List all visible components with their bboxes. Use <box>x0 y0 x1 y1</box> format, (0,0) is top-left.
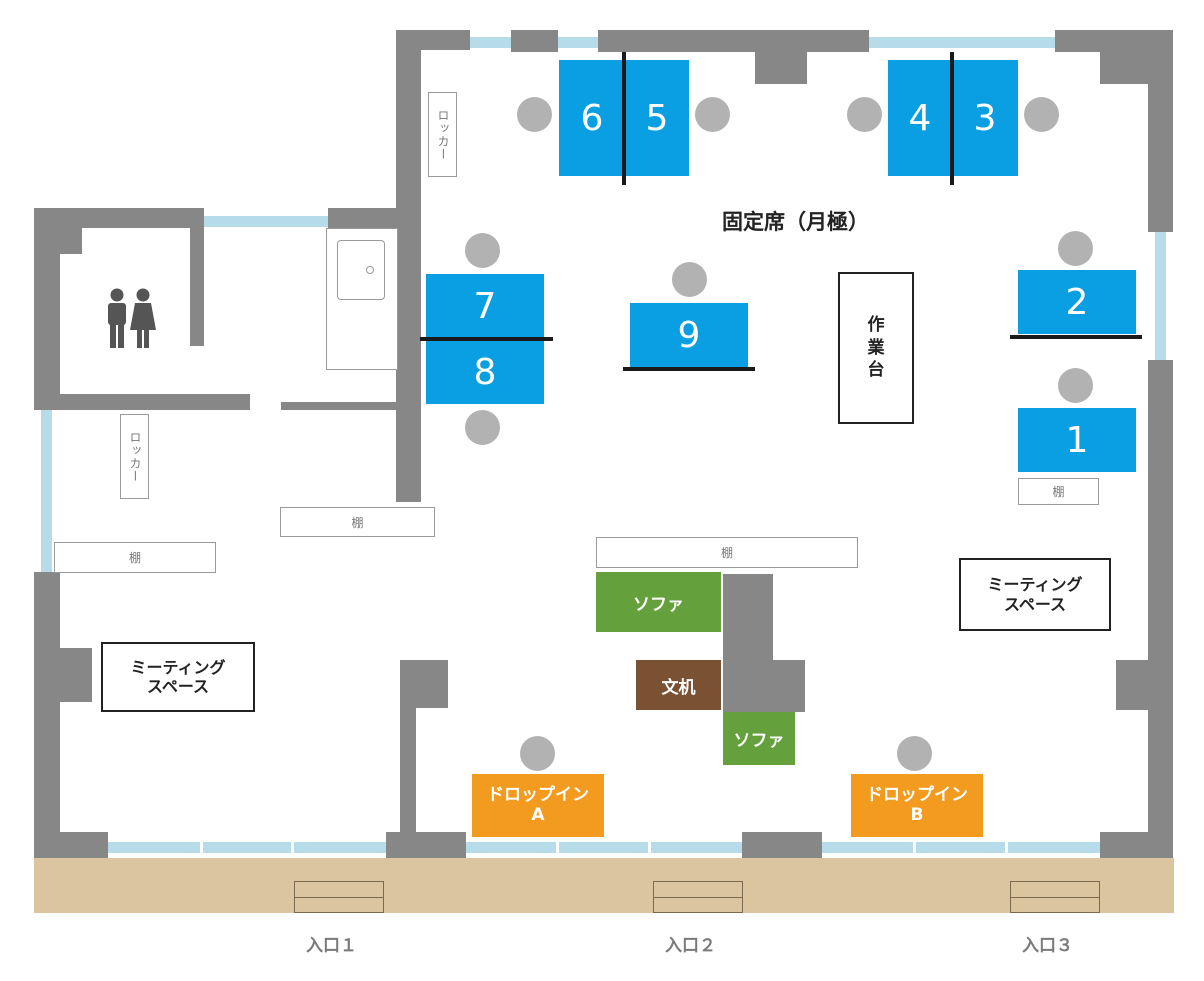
window-divider <box>556 842 559 853</box>
chair <box>1058 231 1093 266</box>
chair <box>847 97 882 132</box>
window-divider <box>913 842 916 853</box>
wall <box>1100 832 1173 858</box>
desk-6[interactable]: 6 <box>559 60 625 176</box>
window-restroom-top <box>204 216 328 227</box>
wall <box>34 572 60 858</box>
window-bottom-mid <box>466 842 744 853</box>
bunki-desk[interactable]: 文机 <box>636 660 721 710</box>
desk-divider <box>420 337 553 341</box>
window-left <box>41 410 52 575</box>
desk-3[interactable]: 3 <box>952 60 1018 176</box>
chair <box>465 233 500 268</box>
desk-divider <box>950 52 954 185</box>
sofa-upper[interactable]: ソファ <box>596 572 721 632</box>
wall <box>598 30 716 52</box>
desk-7[interactable]: 7 <box>426 274 544 338</box>
desk-9[interactable]: 9 <box>630 303 748 367</box>
wall <box>716 30 869 52</box>
entrance-step-line <box>294 897 384 898</box>
wall <box>190 228 204 346</box>
chair <box>1058 368 1093 403</box>
window-divider <box>648 842 651 853</box>
desk-edge <box>1010 335 1142 339</box>
chair <box>520 736 555 771</box>
dropin-a[interactable]: ドロップイン A <box>472 774 604 837</box>
chair <box>672 262 707 297</box>
window-right <box>1155 232 1166 360</box>
chair <box>517 97 552 132</box>
window-bottom-left <box>108 842 388 853</box>
desk-edge <box>623 367 755 371</box>
wall <box>60 228 82 254</box>
wall <box>1148 30 1173 232</box>
entrance-label-1: 入口１ <box>306 936 357 956</box>
wall <box>1116 660 1151 710</box>
shelf: 棚 <box>596 537 858 568</box>
window-divider <box>291 842 294 853</box>
chair <box>695 97 730 132</box>
wall <box>396 30 421 502</box>
wall <box>511 30 558 52</box>
wall <box>1148 360 1173 858</box>
partition <box>723 574 773 712</box>
entrance-label-2: 入口２ <box>665 936 716 956</box>
fixed-seats-title: 固定席（月極） <box>722 210 869 234</box>
desk-4[interactable]: 4 <box>888 60 952 176</box>
wall <box>742 832 822 858</box>
shelf: 棚 <box>54 542 216 573</box>
shelf: 棚 <box>1018 478 1099 505</box>
locker-upper: ロッカー <box>428 92 457 177</box>
meeting-space-right[interactable]: ミーティング スペース <box>959 558 1111 631</box>
dropin-b[interactable]: ドロップイン B <box>851 774 983 837</box>
desk-1[interactable]: 1 <box>1018 408 1136 472</box>
meeting-space-left[interactable]: ミーティング スペース <box>101 642 255 712</box>
desk-5[interactable]: 5 <box>625 60 689 176</box>
sink-drain <box>366 266 374 274</box>
chair <box>465 410 500 445</box>
chair <box>897 736 932 771</box>
wall <box>60 648 92 702</box>
window-divider <box>1005 842 1008 853</box>
restroom-icon <box>108 288 156 348</box>
worktable[interactable]: 作 業 台 <box>838 272 914 424</box>
chair <box>1024 97 1059 132</box>
wall <box>60 394 250 410</box>
desk-2[interactable]: 2 <box>1018 270 1136 334</box>
wall <box>34 832 108 858</box>
sink-icon <box>337 240 385 300</box>
partition <box>773 660 805 712</box>
wall <box>400 660 416 836</box>
window-bottom-right <box>822 842 1100 853</box>
wall <box>281 402 396 410</box>
entrance-label-3: 入口３ <box>1022 936 1073 956</box>
wall <box>34 228 60 410</box>
entrance-walkway <box>34 858 1174 913</box>
wall <box>1055 30 1173 52</box>
wall <box>328 208 396 228</box>
wall <box>386 832 466 858</box>
wall <box>34 208 204 228</box>
wall <box>755 52 807 84</box>
sofa-lower[interactable]: ソファ <box>723 712 795 765</box>
shelf: 棚 <box>280 507 435 537</box>
window-divider <box>200 842 203 853</box>
desk-8[interactable]: 8 <box>426 341 544 404</box>
desk-divider <box>622 52 626 185</box>
locker-lower: ロッカー <box>120 414 149 499</box>
entrance-step-line <box>1010 897 1100 898</box>
entrance-step-line <box>653 897 743 898</box>
